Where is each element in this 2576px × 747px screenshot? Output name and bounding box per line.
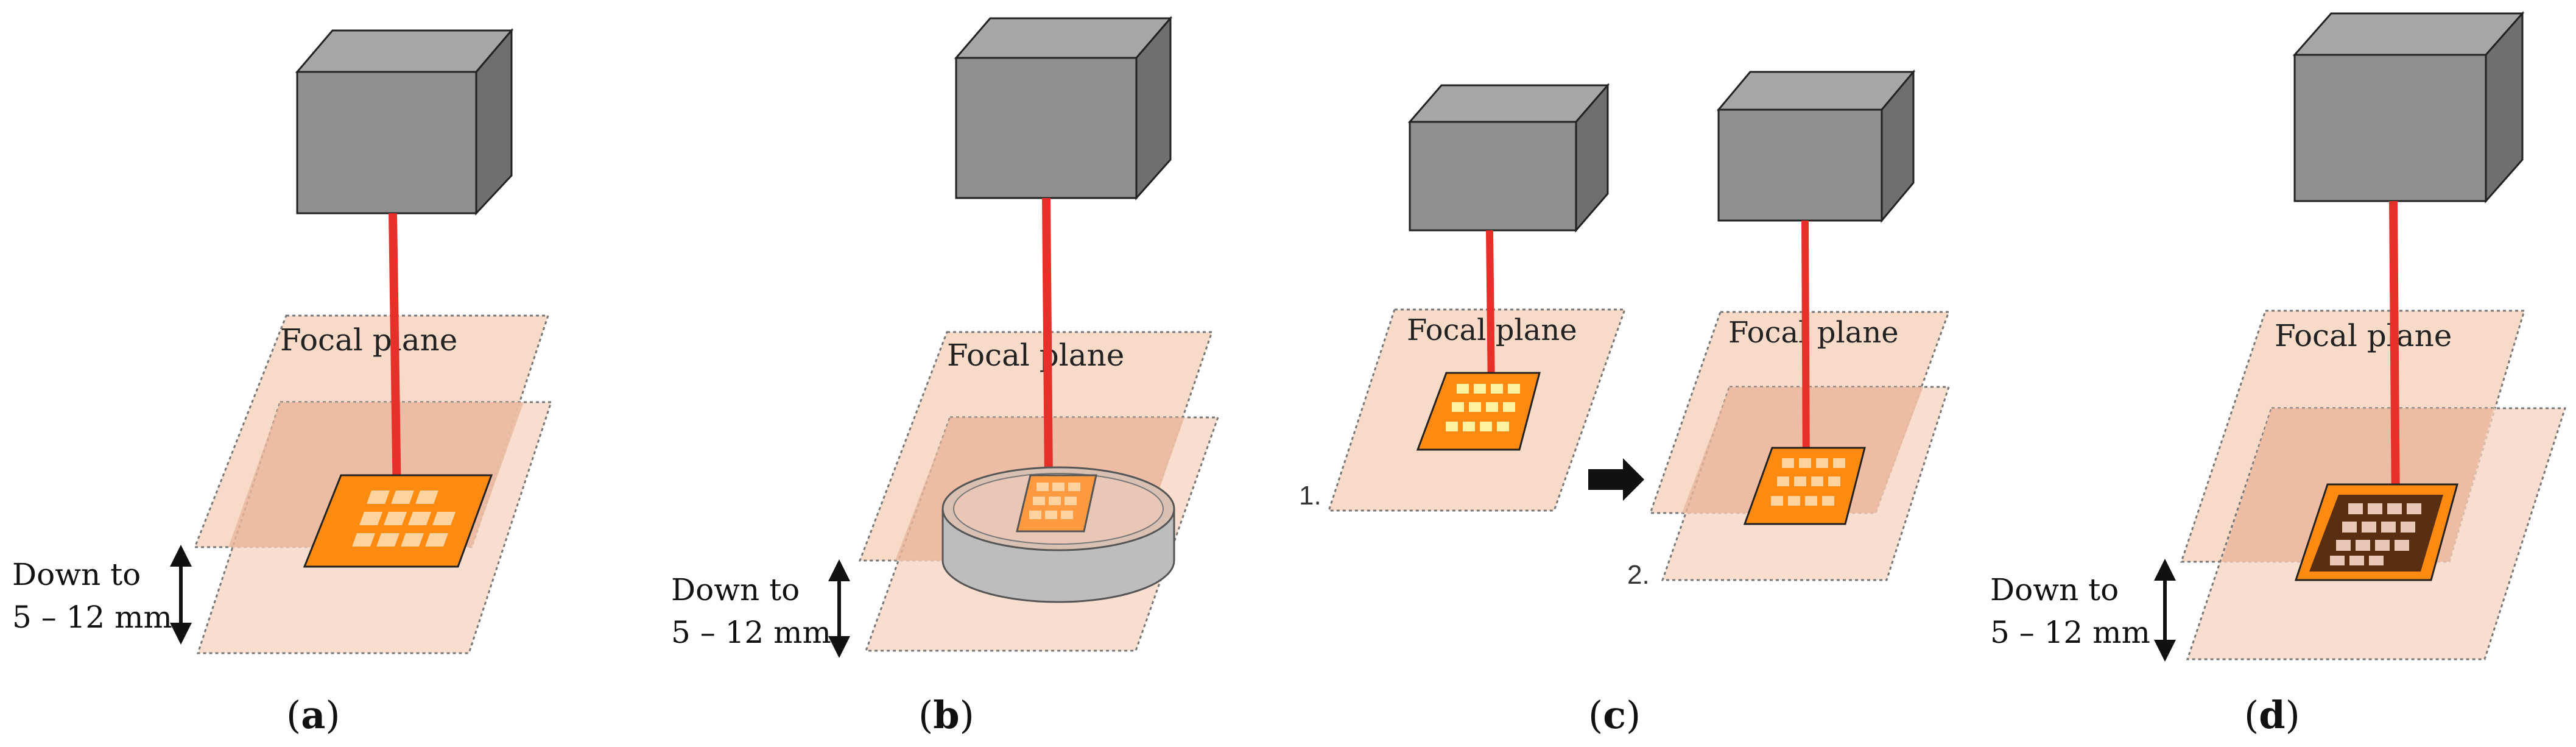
- svg-text:(b): (b): [918, 693, 974, 737]
- step-1-label: 1.: [1299, 481, 1321, 511]
- sample-chip: [1416, 372, 1541, 451]
- svg-text:(a): (a): [286, 693, 340, 737]
- sample-chip: [1016, 474, 1097, 533]
- laser-beam: [1801, 220, 1810, 476]
- laser-beam: [389, 213, 401, 501]
- laser-beam: [1042, 197, 1053, 482]
- panel-b: Focal plane: [671, 15, 1220, 737]
- caption-d: (d): [2244, 693, 2300, 737]
- laser-head-box: [954, 15, 1173, 200]
- laser-beam: [2389, 200, 2400, 512]
- laser-beam: [1486, 230, 1495, 394]
- sample-chip: [303, 474, 493, 568]
- panel-d: Focal plane: [1990, 11, 2567, 737]
- sample-chip-framed: [2294, 483, 2458, 581]
- distance-label: 5 – 12 mm: [671, 615, 831, 650]
- laser-head-box: [295, 27, 514, 216]
- laser-head-box: [1716, 69, 1916, 224]
- svg-text:(c): (c): [1588, 693, 1641, 737]
- step-1: Focal plane: [1299, 82, 1627, 512]
- focal-plane-label-2: Focal plane: [1728, 316, 1899, 350]
- focal-plane-label: Focal plane: [947, 338, 1124, 373]
- distance-label: 5 – 12 mm: [1990, 615, 2150, 650]
- caption-a: (a): [286, 693, 340, 737]
- panel-a: Focal plane: [12, 27, 553, 737]
- focal-plane-label: Focal plane: [2275, 318, 2452, 353]
- step-transition-arrow: [1588, 458, 1644, 501]
- down-to-label: Down to: [671, 572, 800, 607]
- svg-text:(d): (d): [2244, 693, 2300, 737]
- caption-c: (c): [1588, 693, 1641, 737]
- distance-label: 5 – 12 mm: [12, 600, 172, 635]
- laser-head-box: [2292, 11, 2525, 204]
- caption-b: (b): [918, 693, 974, 737]
- down-to-label: Down to: [12, 557, 141, 592]
- step-2-label: 2.: [1627, 560, 1650, 590]
- down-to-label: Down to: [1990, 572, 2119, 607]
- laser-head-box: [1407, 82, 1610, 233]
- step-2: Focal plane: [1627, 69, 1951, 590]
- panel-c: Focal plane: [1299, 69, 1951, 737]
- sample-chip: [1743, 447, 1866, 525]
- focal-plane-label: Focal plane: [280, 322, 457, 358]
